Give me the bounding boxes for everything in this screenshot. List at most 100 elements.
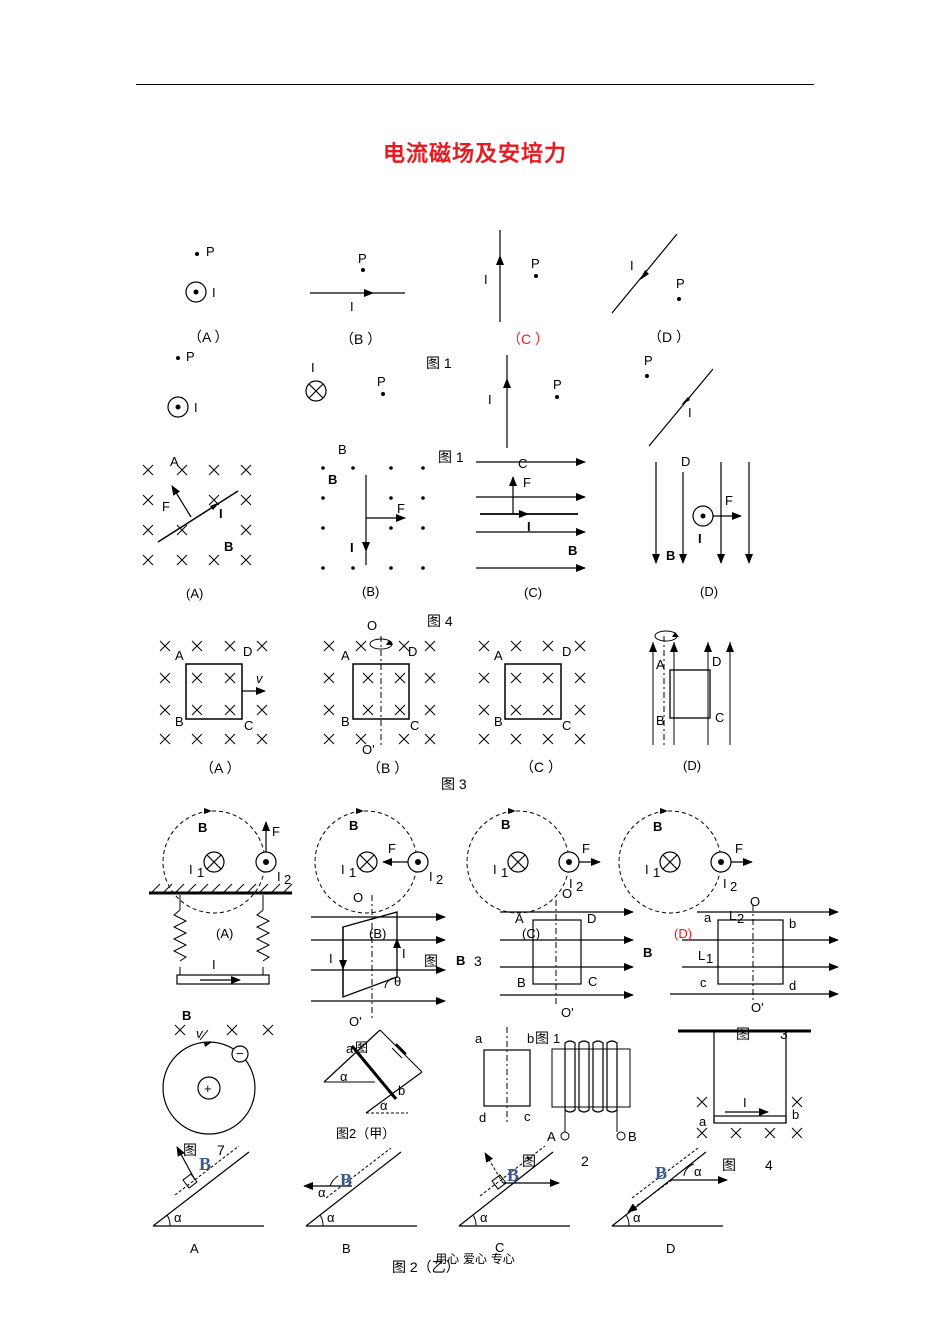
fig1-caption: 图 1 (426, 355, 452, 371)
electron-orbit: B v + − (162, 1008, 274, 1135)
svg-text:I: I (493, 862, 497, 877)
svg-text:α: α (340, 1069, 348, 1084)
svg-text:B: B (349, 818, 358, 833)
svg-text:I: I (350, 540, 354, 555)
svg-text:D: D (562, 644, 571, 659)
svg-text:α: α (318, 1185, 326, 1200)
svg-text:I: I (402, 946, 406, 961)
fig1b-d: P I (644, 353, 714, 447)
svg-text:D: D (712, 654, 721, 669)
incline-b: α B α (303, 1147, 417, 1227)
row5-b-label: B (456, 953, 465, 968)
row6-caption-1: 图 (183, 1142, 197, 1158)
svg-text:I: I (189, 862, 193, 877)
svg-text:α: α (327, 1210, 335, 1225)
svg-text:B: B (199, 1154, 211, 1174)
svg-text:(C): (C) (522, 926, 540, 941)
header-rule (136, 84, 814, 85)
svg-text:B: B (517, 975, 526, 990)
incline-c: B α (458, 1145, 570, 1227)
svg-text:B: B (328, 472, 337, 487)
fig1-b: P I (310, 251, 405, 314)
fig1-c: I P (484, 230, 540, 322)
fig3-c: A D B C (478, 640, 586, 745)
row5-caption-2: 3 (474, 953, 482, 969)
svg-text:A: A (515, 911, 524, 926)
svg-text:1: 1 (706, 951, 713, 966)
incline-label-d: D (666, 1241, 675, 1256)
svg-text:I: I (212, 285, 216, 300)
svg-text:图: 图 (736, 1026, 750, 1042)
incline-a: B α (152, 1145, 264, 1227)
svg-text:B: B (224, 539, 233, 554)
svg-text:2: 2 (730, 879, 737, 894)
svg-text:P: P (531, 256, 540, 271)
svg-text:b: b (527, 1031, 534, 1046)
svg-text:I: I (569, 876, 573, 891)
svg-text:1: 1 (553, 1031, 560, 1046)
svg-text:I: I (429, 869, 433, 884)
svg-text:α: α (633, 1210, 641, 1225)
svg-text:I: I (743, 1095, 747, 1110)
incline-label-b: B (342, 1241, 351, 1256)
fig1-label-c: （C ） (507, 331, 549, 347)
svg-text:b: b (792, 1107, 799, 1122)
svg-text:I: I (341, 862, 345, 877)
svg-text:(B): (B) (369, 926, 386, 941)
svg-text:O': O' (751, 1000, 764, 1015)
svg-text:2: 2 (436, 872, 443, 887)
svg-text:d: d (789, 978, 796, 993)
svg-text:I: I (645, 862, 649, 877)
svg-text:2: 2 (737, 911, 744, 926)
svg-text:C: C (410, 718, 419, 733)
row7-caption: 图 2（乙） (392, 1259, 460, 1275)
svg-text:d: d (479, 1110, 486, 1125)
svg-text:B: B (656, 713, 665, 728)
fig4-label-c: (C) (524, 585, 542, 600)
svg-text:c: c (524, 1109, 531, 1124)
svg-text:v: v (256, 671, 264, 686)
rect-loop-c: O A D B C (C) O' (500, 886, 634, 1020)
row6-caption-4: 图 (522, 1153, 536, 1169)
svg-text:1: 1 (197, 865, 204, 880)
fig4-label-b: (B) (362, 584, 379, 599)
svg-text:B: B (175, 714, 184, 729)
svg-text:I: I (212, 957, 216, 972)
fig1b-a: P I (167, 349, 198, 418)
svg-text:A: A (656, 657, 665, 672)
svg-text:O: O (353, 890, 363, 905)
svg-text:I: I (219, 506, 223, 521)
svg-text:2: 2 (284, 872, 291, 887)
svg-text:a: a (704, 910, 712, 925)
svg-text:F: F (388, 841, 396, 856)
incline-label-a: A (190, 1241, 199, 1256)
svg-text:I: I (688, 405, 692, 420)
svg-text:I: I (194, 400, 198, 415)
svg-text:b: b (398, 1083, 405, 1098)
svg-text:F: F (735, 841, 743, 856)
svg-text:α: α (174, 1210, 182, 1225)
row6-caption-5: 2 (581, 1153, 589, 1169)
row6-caption-7: 4 (765, 1157, 773, 1173)
incline-d: α B α (611, 1147, 728, 1227)
svg-text:A: A (170, 454, 179, 469)
svg-text:α: α (694, 1164, 702, 1179)
svg-text:F: F (582, 841, 590, 856)
svg-text:A: A (494, 648, 503, 663)
svg-text:A: A (175, 648, 184, 663)
svg-text:I: I (350, 299, 354, 314)
svg-text:F: F (523, 475, 531, 490)
fig3-b: O A D B C O' (323, 618, 436, 757)
svg-text:I: I (630, 258, 634, 273)
row6-caption-2: 7 (217, 1142, 225, 1158)
row5-caption-1: 图 (424, 953, 438, 969)
fig1-d: I P (611, 233, 685, 314)
page-footer: 用心 爱心 专心 (435, 1252, 515, 1266)
fig4-a: A F I B (142, 454, 252, 566)
svg-text:(D): (D) (674, 926, 692, 941)
loop-solenoid: a b d c 图 1 A B (475, 1027, 637, 1144)
